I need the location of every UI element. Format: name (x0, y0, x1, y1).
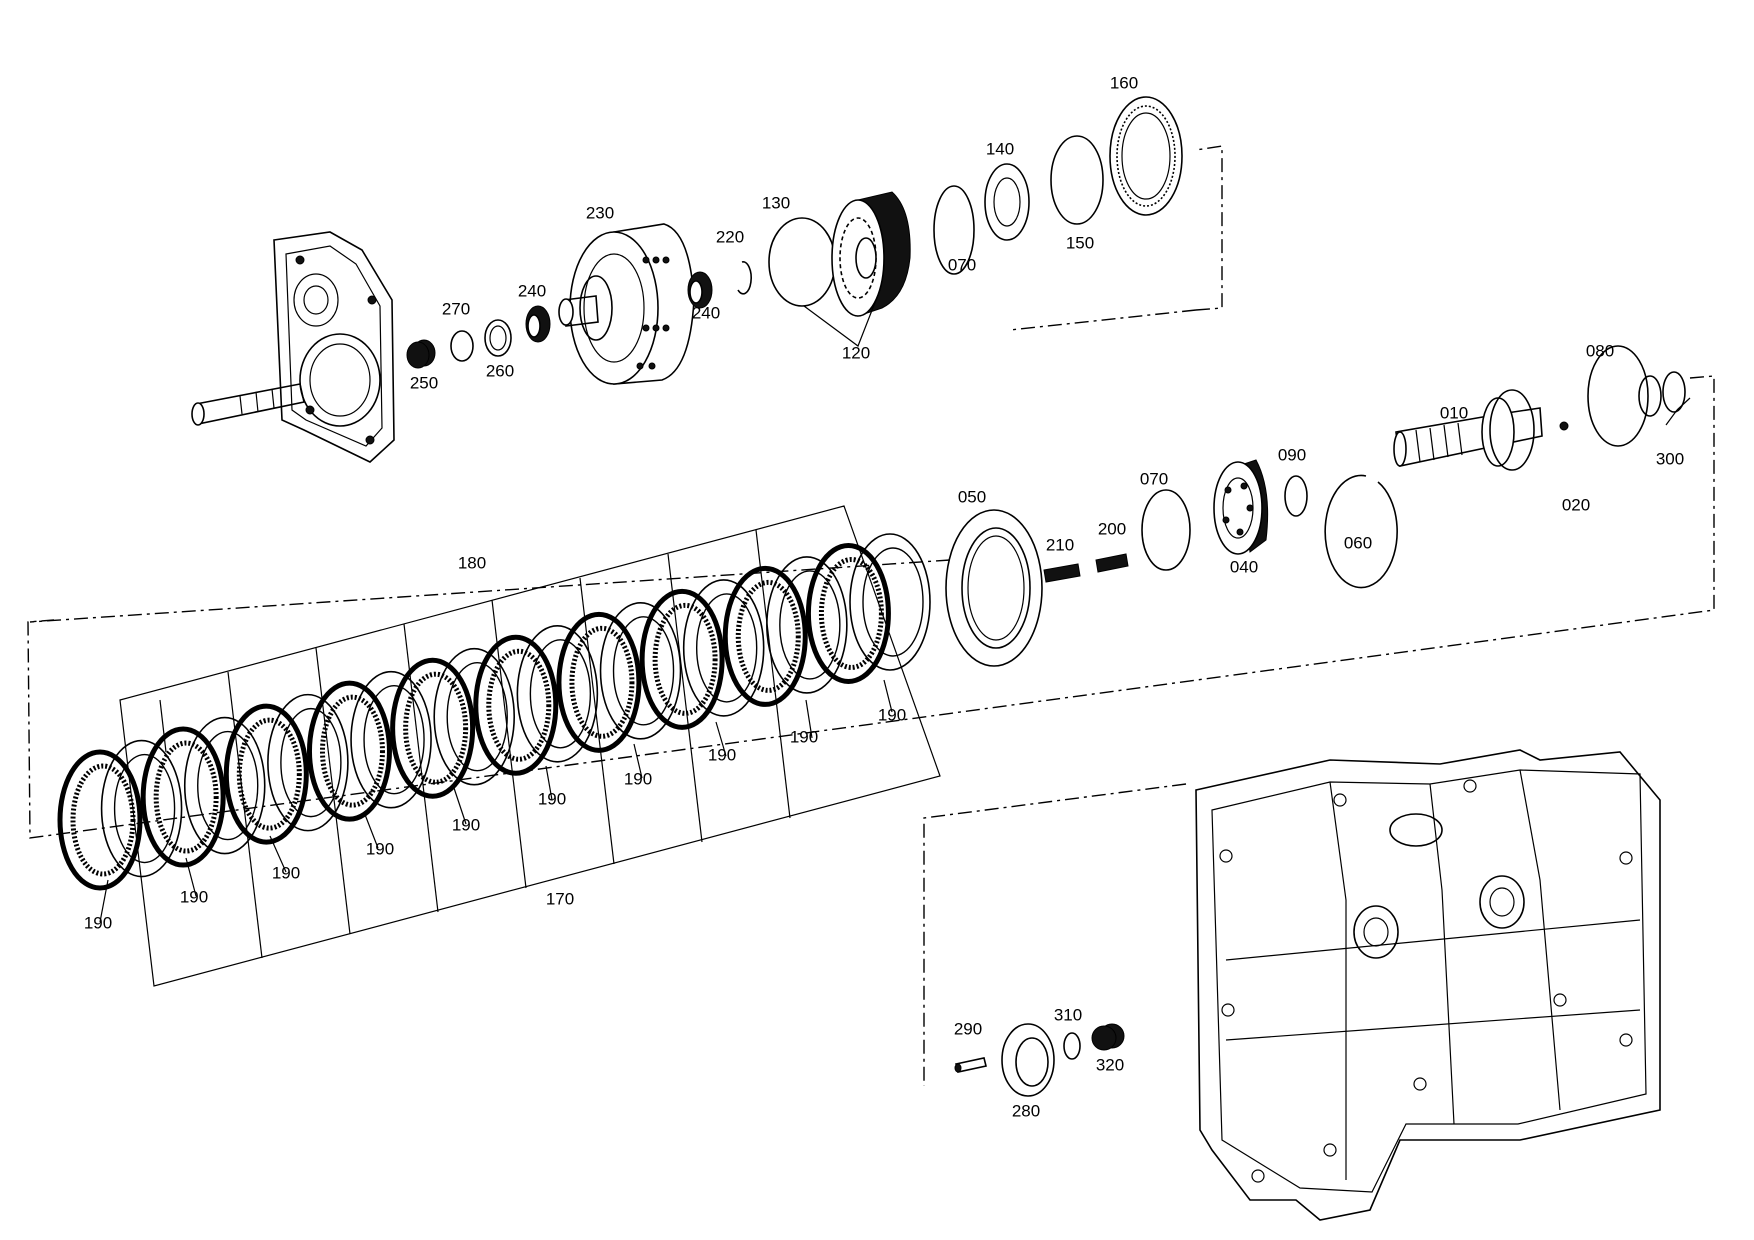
ring-310 (1063, 1032, 1081, 1060)
ring-090 (1284, 475, 1308, 517)
friction-disc (556, 611, 642, 753)
friction-disc (57, 749, 143, 891)
callout-140: 140 (986, 139, 1014, 158)
seal-rings-300 (1638, 371, 1686, 417)
bearing-240-a (525, 305, 551, 343)
assembly-boundary-lines (27, 145, 1715, 1086)
callout-310: 310 (1054, 1005, 1082, 1024)
callout-260: 260 (486, 361, 514, 380)
clutch-disc-stack (57, 533, 931, 891)
callout-190-3: 190 (272, 863, 300, 882)
callout-180: 180 (458, 553, 486, 572)
callout-250: 250 (410, 373, 438, 392)
snap-ring-220 (737, 261, 752, 295)
callout-300: 300 (1656, 449, 1684, 468)
callout-190-6: 190 (538, 789, 566, 808)
plug-320 (1091, 1023, 1125, 1051)
callout-280: 280 (1012, 1101, 1040, 1120)
callout-320: 320 (1096, 1055, 1124, 1074)
ball-020 (1559, 421, 1569, 431)
spring-200 (1095, 553, 1129, 573)
planet-carrier-230 (558, 223, 695, 385)
steel-disc (350, 670, 432, 809)
callout-190-8: 190 (708, 745, 736, 764)
callout-190-9: 190 (790, 727, 818, 746)
callout-050: 050 (958, 487, 986, 506)
bearing-240-b (687, 271, 713, 309)
callout-160: 160 (1110, 73, 1138, 92)
clutch-disc-160 (1109, 96, 1183, 216)
cover-280 (1001, 1023, 1055, 1097)
disc-group-brackets (119, 505, 941, 987)
callout-090: 090 (1278, 445, 1306, 464)
steel-disc (516, 624, 599, 763)
callout-060: 060 (1344, 533, 1372, 552)
callout-150: 150 (1066, 233, 1094, 252)
ring-130 (768, 217, 836, 307)
pin-290 (954, 1057, 987, 1073)
callout-070-upper: 070 (948, 255, 976, 274)
washer-140 (984, 163, 1030, 241)
callout-040: 040 (1230, 557, 1258, 576)
callout-080: 080 (1586, 341, 1614, 360)
ring-150 (1050, 135, 1104, 225)
callout-070-lower: 070 (1140, 469, 1168, 488)
ring-270 (450, 330, 474, 362)
callout-020: 020 (1562, 495, 1590, 514)
steel-disc (849, 533, 931, 671)
callout-130: 130 (762, 193, 790, 212)
ring-080 (1587, 345, 1649, 447)
friction-disc (722, 565, 808, 707)
friction-disc (639, 588, 725, 730)
callout-010: 010 (1440, 403, 1468, 422)
callout-290: 290 (954, 1019, 982, 1038)
callout-190-10: 190 (878, 705, 906, 724)
disc-carrier-050 (945, 509, 1043, 667)
disc-leader-lines (99, 679, 893, 923)
bearing-250 (406, 339, 436, 369)
ring-070-upper (933, 185, 975, 275)
steel-disc (183, 716, 266, 855)
piston-040 (1213, 459, 1269, 555)
callout-190-4: 190 (366, 839, 394, 858)
steel-disc (433, 647, 516, 786)
friction-disc (390, 657, 476, 799)
bearing-260 (484, 319, 512, 357)
callout-170: 170 (546, 889, 574, 908)
callout-200: 200 (1098, 519, 1126, 538)
callout-120: 120 (842, 343, 870, 362)
callout-210: 210 (1046, 535, 1074, 554)
callout-240-right: 240 (692, 303, 720, 322)
callout-190-5: 190 (452, 815, 480, 834)
callout-240-left: 240 (518, 281, 546, 300)
steel-disc (267, 693, 349, 832)
friction-disc (473, 634, 559, 776)
friction-disc (223, 703, 309, 845)
sun-gear-120 (831, 191, 911, 317)
spring-210 (1043, 563, 1081, 583)
friction-disc (140, 726, 226, 868)
callout-190-1: 190 (84, 913, 112, 932)
housing-cover-with-shaft (191, 231, 395, 463)
snap-ring-060 (1324, 474, 1398, 589)
shaft-010 (1393, 389, 1543, 471)
ring-070-lower (1141, 489, 1191, 571)
callout-230: 230 (586, 203, 614, 222)
steel-disc (599, 602, 682, 740)
gearbox-housing (1195, 749, 1661, 1221)
callout-labels: 010 020 040 050 060 070 070 080 090 120 … (84, 73, 1684, 1120)
callout-270: 270 (442, 299, 470, 318)
callout-190-2: 190 (180, 887, 208, 906)
upper-leader-lines (803, 299, 1691, 426)
friction-disc (306, 680, 392, 822)
steel-disc (682, 579, 765, 717)
callout-220: 220 (716, 227, 744, 246)
friction-disc (805, 542, 891, 684)
callout-190-7: 190 (624, 769, 652, 788)
